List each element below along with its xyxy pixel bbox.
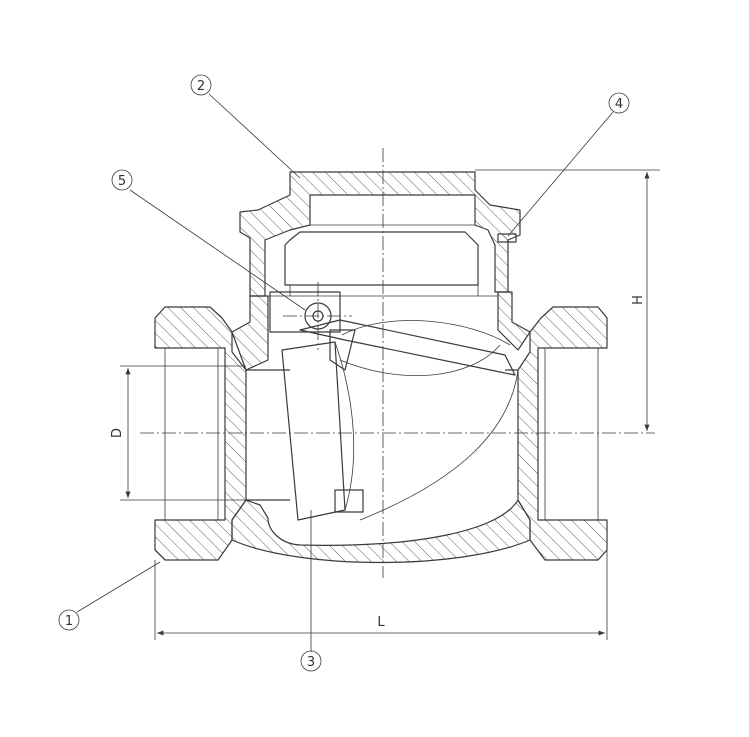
dimension-height: H: [475, 169, 660, 431]
disc-nut: [334, 489, 364, 513]
callout-5-circle: [111, 169, 133, 191]
callout-1-circle: [58, 609, 80, 631]
callout-1-label: 1: [65, 614, 73, 629]
swing-arm: [299, 319, 516, 376]
callout-3: 3: [300, 650, 322, 672]
gasket-ring: [497, 233, 517, 243]
hinge-and-disc: [269, 291, 516, 521]
body-right-end-wall: [517, 306, 608, 561]
bonnet-outer-shell: [239, 171, 521, 297]
bonnet-inner-plug: [284, 231, 479, 286]
leader-1: [76, 561, 161, 613]
callout-3-label: 3: [307, 655, 315, 670]
seat-curve-upper: [339, 344, 501, 377]
callout-5: 5: [111, 169, 133, 191]
callout-2: 2: [190, 74, 212, 96]
dim-d-label: D: [110, 428, 125, 438]
callout-3-circle: [300, 650, 322, 672]
callout-2-label: 2: [197, 79, 205, 94]
hinge-bracket: [269, 291, 341, 333]
dim-l-label: L: [377, 615, 385, 630]
leader-4: [507, 111, 614, 237]
callout-4-circle: [608, 92, 630, 114]
disc-holder: [329, 329, 356, 371]
callout-5-label: 5: [118, 174, 126, 189]
bonnet-cap: [239, 171, 521, 297]
valve-body: [154, 291, 608, 564]
dim-h-label: H: [631, 295, 646, 305]
dimension-diameter: D: [110, 365, 246, 501]
callout-2-circle: [190, 74, 212, 96]
seat-curve-top: [341, 320, 511, 346]
dimension-length: L: [154, 550, 608, 640]
callout-1: 1: [58, 609, 80, 631]
callout-4-label: 4: [615, 97, 623, 112]
callout-4: 4: [608, 92, 630, 114]
leader-2: [208, 93, 301, 179]
body-bottom-wall: [231, 499, 531, 564]
leader-5: [129, 189, 306, 311]
seat-curve-lower: [359, 369, 519, 521]
disc-face-curve: [334, 341, 355, 511]
